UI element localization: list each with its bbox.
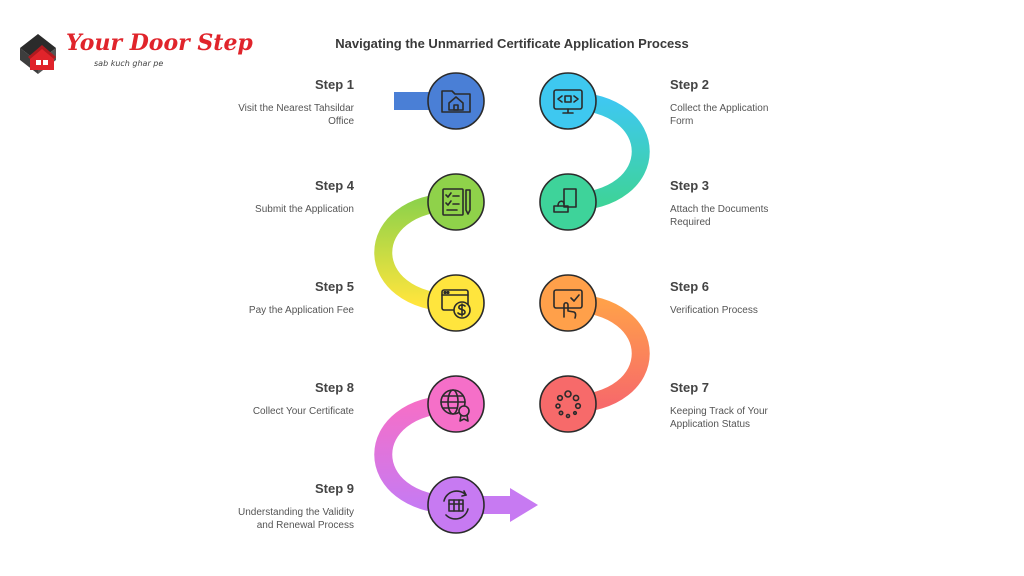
step-description-3: Attach the Documents Required	[670, 204, 769, 228]
step-circle	[427, 72, 485, 130]
step-node-8	[427, 375, 485, 433]
path-segment-8-9	[374, 395, 457, 514]
touch-check-icon	[553, 289, 583, 319]
step-description-1: Visit the Nearest Tahsildar Office	[238, 103, 354, 127]
step-node-3	[539, 173, 597, 231]
step-description-5: Pay the Application Fee	[248, 305, 354, 316]
step-node-6	[539, 274, 597, 332]
step-description-6: Verification Process	[670, 305, 758, 316]
step-node-1	[427, 72, 485, 130]
arrow-head-icon	[510, 488, 538, 522]
step-label-1: Step 1	[314, 77, 354, 92]
step-circle	[427, 173, 485, 231]
house-folder-icon	[441, 90, 471, 113]
step-circle	[427, 274, 485, 332]
path-segment-6-7	[567, 294, 650, 413]
house-logo-icon	[20, 34, 56, 74]
step-label-8: Step 8	[314, 380, 354, 395]
step-circle	[539, 173, 597, 231]
step-label-7: Step 7	[670, 380, 710, 395]
step-node-7	[539, 375, 597, 433]
step-label-6: Step 6	[670, 279, 710, 294]
monitor-code-icon	[553, 89, 583, 114]
logo-tagline: sab kuch ghar pe	[94, 59, 164, 68]
loading-dots-icon	[555, 390, 582, 419]
step-description-7: Keeping Track of Your Application Status	[670, 406, 768, 430]
step-description-2: Collect the Application Form	[670, 103, 769, 127]
step-description-9: Understanding the Validity and Renewal P…	[238, 507, 354, 531]
logo-name: Your Door Step	[66, 30, 253, 56]
step-label-3: Step 3	[670, 178, 710, 193]
page-title: Navigating the Unmarried Certificate App…	[335, 36, 689, 51]
checklist-pen-icon	[442, 188, 471, 216]
step-label-5: Step 5	[314, 279, 354, 294]
step-circle	[539, 72, 597, 130]
step-circle	[539, 375, 597, 433]
step-circle	[427, 476, 485, 534]
step-node-2	[539, 72, 597, 130]
globe-certificate-icon	[440, 389, 470, 422]
step-label-2: Step 2	[670, 77, 710, 92]
document-attach-icon	[553, 188, 577, 213]
renewal-calendar-icon	[443, 490, 469, 520]
browser-payment-icon	[441, 289, 471, 319]
path-segment-2-3	[567, 92, 650, 211]
step-description-4: Submit the Application	[255, 204, 354, 215]
step-node-5	[427, 274, 485, 332]
step-label-4: Step 4	[314, 178, 354, 193]
step-node-9	[427, 476, 485, 534]
brand-logo: Your Door Step sab kuch ghar pe	[16, 28, 253, 78]
step-circle	[427, 375, 485, 433]
step-node-4	[427, 173, 485, 231]
step-description-8: Collect Your Certificate	[252, 406, 354, 417]
step-label-9: Step 9	[314, 481, 354, 496]
path-segment-4-5	[374, 193, 457, 312]
